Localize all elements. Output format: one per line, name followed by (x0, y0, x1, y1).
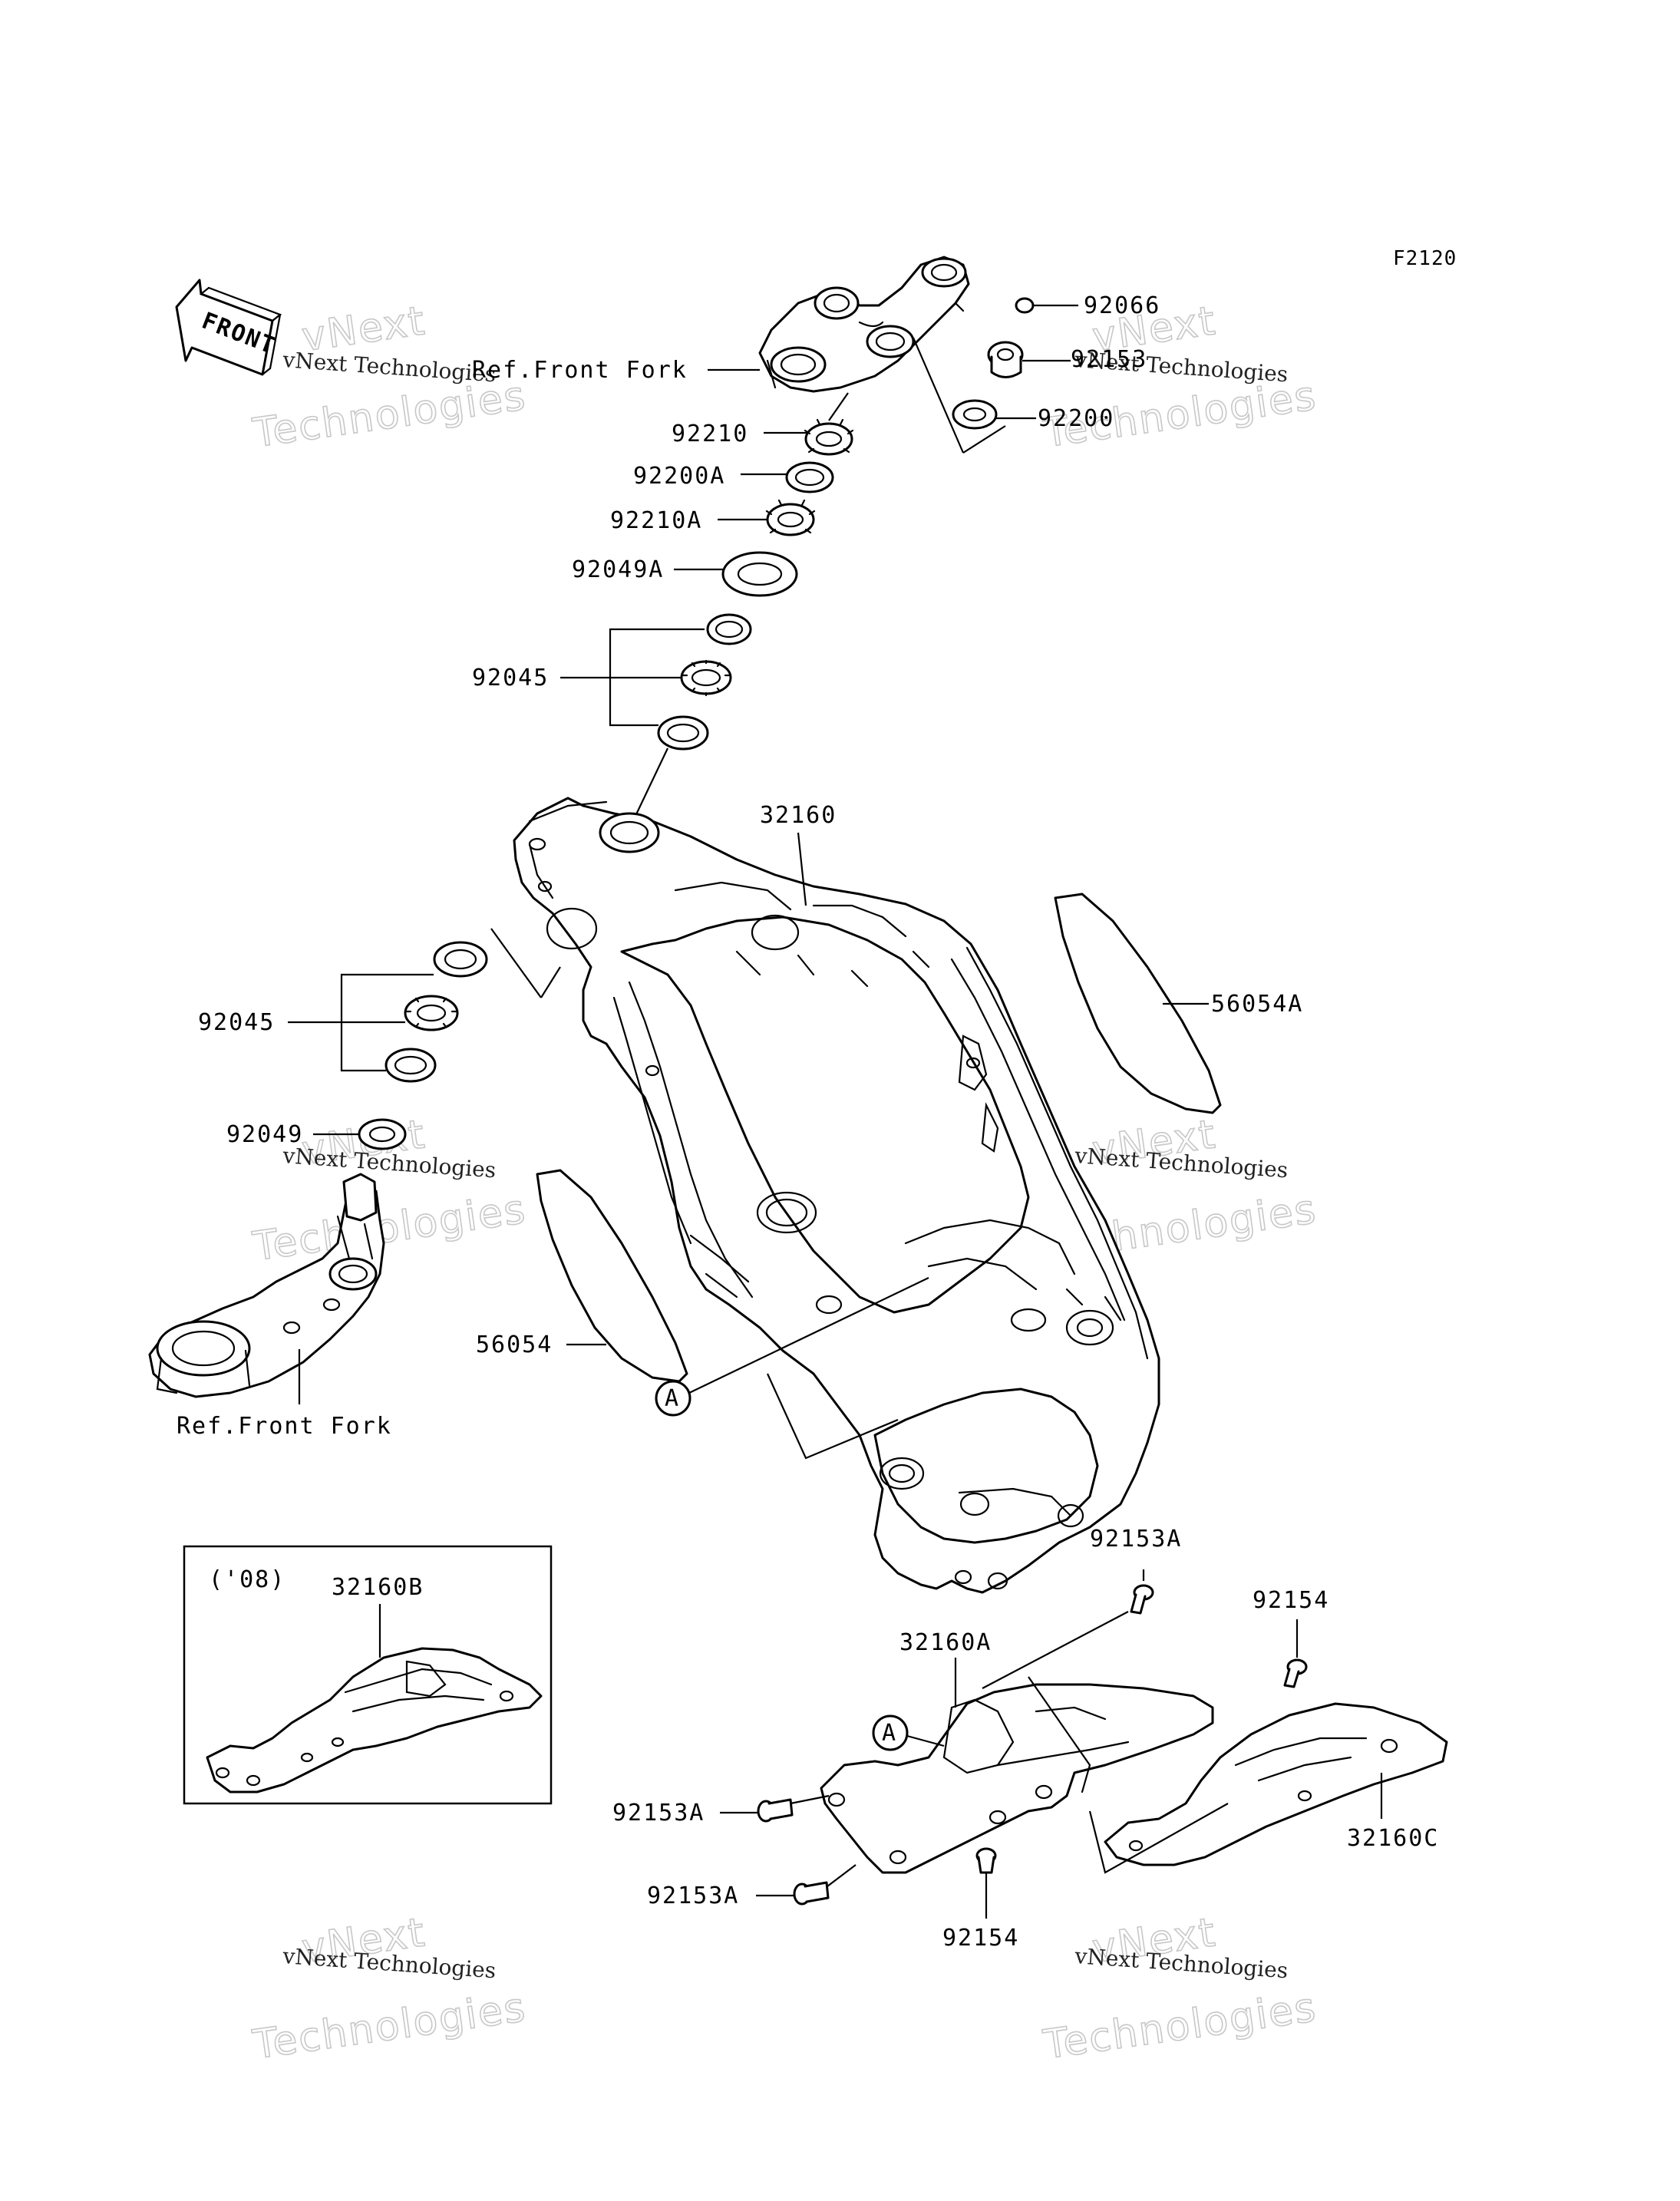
leader-line (540, 966, 561, 998)
watermark-bottom-left: vNext Technologies (249, 1909, 530, 2069)
label-92153A-left-2: 92153A (647, 1883, 739, 1909)
callout-a-subframe: A (872, 1714, 909, 1751)
callout-a-frame-label: A (665, 1385, 680, 1412)
label-92210: 92210 (672, 421, 748, 447)
part-92049-seal (358, 1118, 407, 1150)
part-92154-bolt-right (1283, 1658, 1308, 1688)
label-ref-front-fork-top: Ref.Front Fork (472, 357, 688, 384)
part-56054A-cover (1054, 893, 1222, 1114)
watermark-big-text-2: Technologies (1041, 1985, 1320, 2068)
label-32160B: 32160B (332, 1574, 424, 1601)
part-92200A-washer (785, 461, 834, 493)
part-92045-bearing-set-top (657, 613, 752, 751)
main-frame-32160 (513, 797, 1160, 1594)
watermark-big-text-2: Technologies (250, 1186, 530, 1270)
label-92200: 92200 (1038, 405, 1114, 432)
leader-line (962, 425, 1006, 454)
part-92049A-seal (721, 551, 798, 597)
leader-line (827, 1864, 857, 1887)
label-56054: 56054 (476, 1331, 553, 1358)
part-32160A-rail (820, 1683, 1214, 1874)
leader-line (982, 1611, 1129, 1689)
label-92049A: 92049A (572, 556, 664, 583)
label-92153A-right: 92153A (1090, 1526, 1182, 1553)
part-92210A-nut (765, 499, 816, 536)
label-32160: 32160 (760, 802, 837, 829)
label-32160C: 32160C (1347, 1825, 1439, 1852)
leader-line (906, 1734, 945, 1747)
label-92153A-left-1: 92153A (612, 1800, 705, 1826)
watermark-big-text-2: Technologies (250, 1985, 530, 2068)
inset-box (183, 1545, 553, 1805)
label-ref-front-fork-bottom: Ref.Front Fork (177, 1413, 392, 1440)
leader-line (828, 392, 849, 421)
part-92200-washer (952, 399, 998, 430)
label-92049: 92049 (226, 1121, 303, 1148)
leader-bracket (1088, 1803, 1229, 1874)
leader-bracket (766, 1373, 899, 1460)
part-92154-bolt-bottom (975, 1847, 997, 1874)
part-32160B-rail (206, 1647, 543, 1793)
label-92210A: 92210A (610, 507, 702, 534)
part-92066-cap (1015, 297, 1035, 314)
upper-triple-clamp (758, 256, 970, 393)
label-92200A: 92200A (633, 463, 725, 490)
label-92045-top: 92045 (472, 665, 549, 691)
leader-line (1028, 1676, 1091, 1766)
leader-line (688, 1277, 929, 1394)
diagram-code: F2120 (1393, 247, 1457, 270)
part-56054-cover (536, 1169, 688, 1383)
inset-year-label: ('08) (209, 1566, 286, 1593)
part-92153A-bolt-left-2 (793, 1881, 830, 1906)
leader-line (790, 1794, 830, 1805)
callout-a-frame: A (655, 1380, 691, 1417)
leader-line (490, 928, 542, 998)
callout-a-sub-label: A (882, 1720, 897, 1747)
label-92153: 92153 (1071, 346, 1147, 373)
part-92153-bolt (987, 341, 1024, 378)
label-56054A: 56054A (1211, 991, 1303, 1018)
label-32160A: 32160A (899, 1629, 992, 1656)
part-92210-nut (804, 418, 854, 456)
lower-triple-clamp (148, 1173, 385, 1398)
watermark-small-text: vNext Technologies (282, 347, 497, 387)
label-92154-right: 92154 (1253, 1587, 1329, 1614)
label-92066: 92066 (1084, 292, 1160, 319)
leader-line (797, 832, 807, 906)
part-92153A-bolt-left-1 (757, 1798, 794, 1823)
watermark-bottom-right: vNext Technologies (1040, 1909, 1321, 2069)
part-92045-bearing-set-left (385, 941, 488, 1083)
part-92153A-bolt-right (1130, 1584, 1154, 1615)
front-arrow-icon: FRONT (175, 279, 282, 376)
label-92154-bottom: 92154 (942, 1925, 1019, 1952)
label-92045-left: 92045 (198, 1009, 275, 1036)
leader-line (912, 337, 965, 454)
